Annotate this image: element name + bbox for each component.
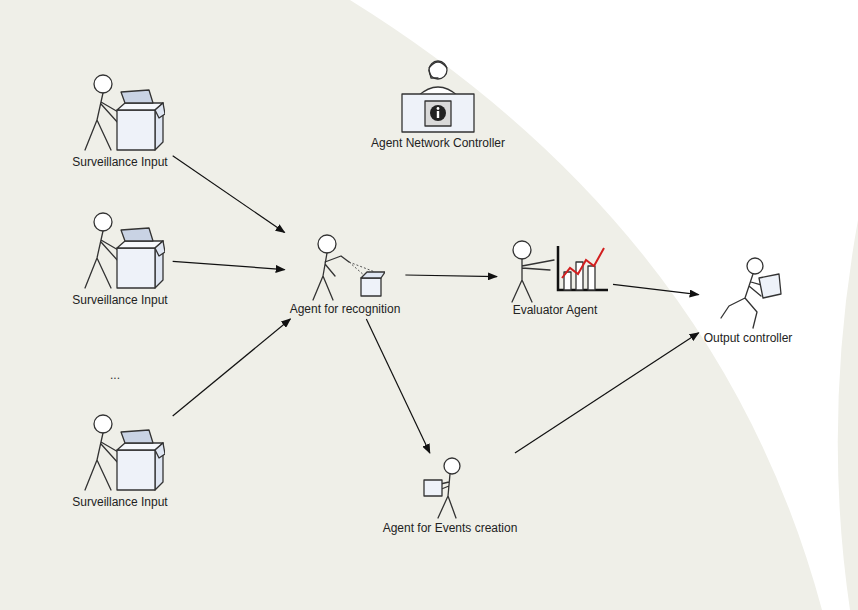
figure-icon <box>75 70 165 155</box>
agent-figure: Surveillance Input <box>70 208 169 307</box>
agent-figure: Agent for recognition <box>288 232 403 316</box>
agent-figure: Agent for Events creation <box>381 456 520 535</box>
flow-arrow <box>613 284 699 294</box>
agent-figure: Agent Network Controller <box>369 56 507 150</box>
flow-arrow <box>173 319 291 416</box>
flow-arrow <box>173 156 285 233</box>
flow-arrow <box>366 319 430 453</box>
node-label: Agent for Events creation <box>381 521 520 535</box>
node-label: Evaluator Agent <box>500 303 610 317</box>
ellipsis-label: ... <box>110 368 120 382</box>
figure-icon <box>75 208 165 293</box>
figure-icon <box>398 56 478 136</box>
agent-figure: Evaluator Agent <box>500 238 610 317</box>
node-label: Surveillance Input <box>70 155 169 169</box>
node-label: Output controller <box>702 331 795 345</box>
node-label: Agent for recognition <box>288 302 403 316</box>
agent-figure: Surveillance Input <box>70 70 169 169</box>
figure-icon <box>713 256 783 331</box>
node-label: Surveillance Input <box>70 293 169 307</box>
figure-icon <box>305 232 385 302</box>
white-band <box>350 0 858 610</box>
agent-figure: Output controller <box>702 256 795 345</box>
agent-figure: Surveillance Input <box>70 410 169 509</box>
figure-icon <box>500 238 610 303</box>
node-label: Surveillance Input <box>70 495 169 509</box>
node-label: Agent Network Controller <box>369 136 507 150</box>
flow-arrow <box>173 261 285 269</box>
flow-arrow <box>515 333 699 453</box>
figure-icon <box>420 456 480 521</box>
flow-arrow <box>405 275 497 277</box>
figure-icon <box>75 410 165 495</box>
